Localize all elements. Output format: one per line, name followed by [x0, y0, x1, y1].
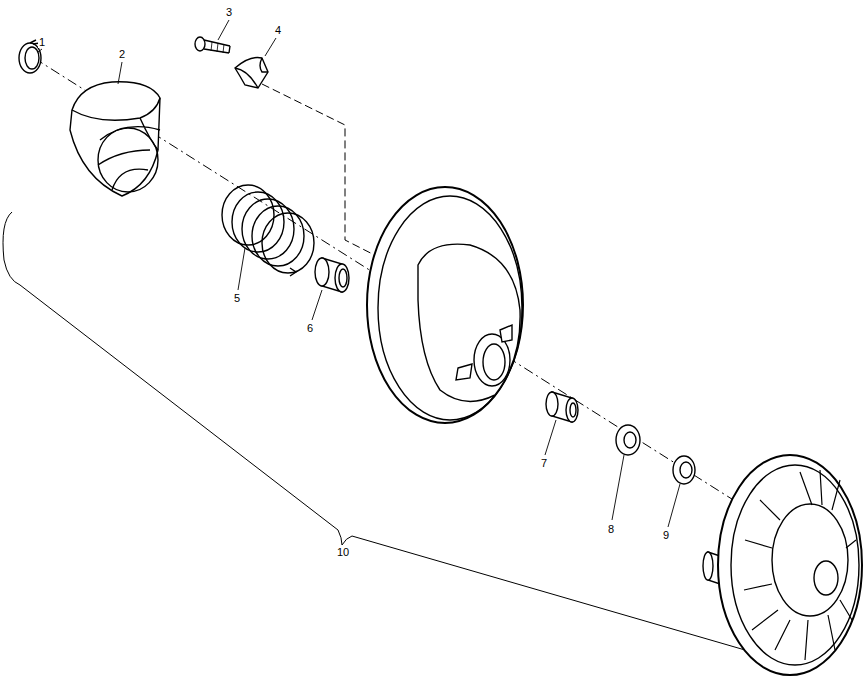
shoe: [235, 57, 268, 88]
callout-number: 10: [336, 546, 350, 558]
callout-number: 5: [233, 292, 241, 304]
callout-number: 8: [607, 523, 615, 535]
cover: [70, 82, 160, 196]
washer: [673, 456, 695, 484]
leader-lines: [38, 20, 680, 527]
bushing: [546, 392, 578, 422]
washer: [616, 425, 640, 455]
callout-number: 1: [38, 36, 46, 48]
bushing: [315, 258, 349, 292]
callout-number: 6: [306, 322, 314, 334]
callout-number: 2: [118, 48, 126, 60]
callout-number: 9: [662, 529, 670, 541]
callout-number: 4: [274, 24, 282, 36]
spring: [222, 185, 314, 276]
callout-number: 7: [540, 457, 548, 469]
bolt: [195, 37, 230, 53]
callout-number: 3: [225, 6, 233, 18]
group-bracket: [3, 212, 745, 650]
fixed-sheave: [703, 455, 862, 675]
movable-sheave: [367, 187, 523, 423]
